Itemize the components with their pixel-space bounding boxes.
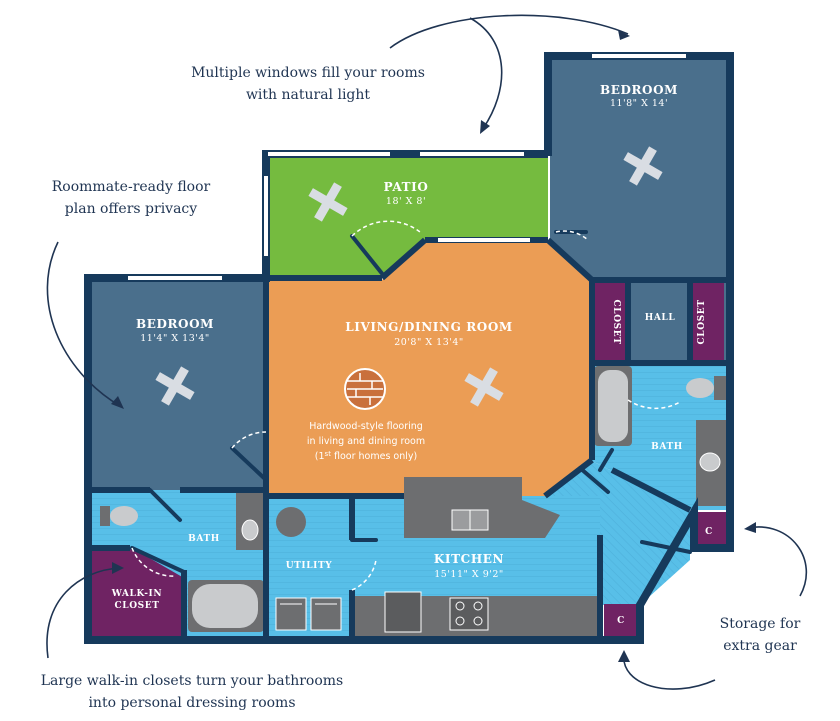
flooring-note-line1: Hardwood-style flooring [309, 421, 423, 432]
living-dining-area [268, 240, 590, 496]
living-dining-label: LIVING/DINING ROOM [345, 320, 513, 334]
callout-walkin-line2: into personal dressing rooms [88, 695, 296, 711]
refrigerator [384, 591, 422, 633]
kitchen-label: KITCHEN [434, 552, 504, 566]
callout-storage-line1: Storage for [719, 616, 801, 632]
ceiling-fan-icon [623, 146, 663, 186]
callout-windows-line2: with natural light [245, 87, 371, 103]
callout-arrow-walkin [46, 562, 124, 659]
entry-label: ENTRY [665, 573, 699, 607]
walkin-label-1: WALK-IN [111, 589, 162, 599]
bedroom-left-dims: 11'4" X 13'4" [140, 333, 210, 344]
utility-label: UTILITY [286, 561, 333, 571]
ceiling-fan-icon [464, 367, 504, 407]
living-dining-dims: 20'8" X 13'4" [394, 337, 464, 348]
flooring-note-line2: in living and dining room [307, 436, 425, 447]
callout-windows: Multiple windows fill your rooms with na… [188, 62, 428, 106]
callout-storage-line2: extra gear [723, 638, 797, 654]
toilet-left [110, 506, 138, 526]
toilet-right-tank [714, 376, 726, 400]
stove [449, 597, 489, 631]
patio-dims: 18' X 8' [386, 196, 426, 207]
kitchen-island [404, 477, 560, 538]
callout-arrow-storage [618, 522, 808, 690]
kitchen-dims: 15'11" X 9'2" [434, 569, 504, 580]
water-heater [276, 507, 306, 537]
callout-roommate: Roommate-ready floor plan offers privacy [38, 176, 224, 220]
callout-roommate-line1: Roommate-ready floor [51, 179, 211, 195]
callout-storage: Storage for extra gear [710, 613, 810, 657]
walkin-label-2: CLOSET [115, 601, 160, 611]
callout-arrow-windows [389, 14, 630, 134]
hall-label: HALL [645, 313, 676, 323]
callout-roommate-line2: plan offers privacy [64, 201, 198, 217]
bedroom-right-dims: 11'8" X 14' [610, 98, 668, 109]
ceiling-fan-icon [155, 366, 195, 406]
closet-c-bottom-label: C [617, 616, 625, 626]
callout-walkin-line1: Large walk-in closets turn your bathroom… [40, 673, 344, 689]
closet-left-label: CLOSET [611, 300, 621, 345]
closet-right-label: CLOSET [697, 300, 707, 345]
bath-left-label: BATH [188, 534, 220, 544]
bath-right-label: BATH [651, 442, 683, 452]
closet-c-bottom [604, 604, 638, 636]
closet-c-top-label: C [705, 527, 713, 537]
bedroom-left-label: BEDROOM [136, 317, 214, 331]
ceiling-fan-icon [308, 182, 348, 222]
callout-windows-line1: Multiple windows fill your rooms [191, 65, 425, 81]
flooring-note-line3: (1st floor homes only) [315, 450, 417, 462]
hardwood-floor-icon [344, 368, 386, 410]
closet-left [594, 282, 628, 362]
callout-arrow-roommate [46, 241, 124, 409]
closet-right [690, 282, 724, 362]
outer-walls [84, 52, 734, 644]
toilet-left-tank [100, 506, 110, 526]
toilet-right [686, 378, 714, 398]
dryer [310, 597, 342, 631]
bedroom-right-label: BEDROOM [600, 83, 678, 97]
washer [275, 597, 307, 631]
callout-walkin: Large walk-in closets turn your bathroom… [22, 670, 362, 714]
patio-label: PATIO [384, 180, 429, 194]
